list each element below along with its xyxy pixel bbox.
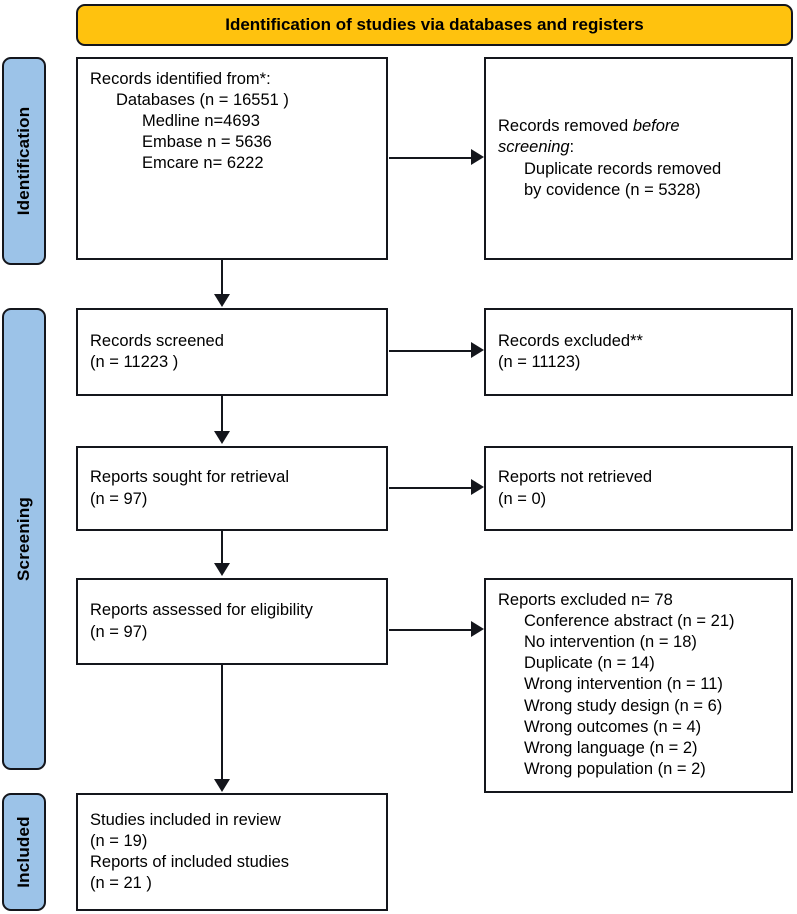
records-removed-text-plain: Records removed: [498, 117, 633, 136]
records-identified-line-4: Embase n = 5636: [142, 133, 272, 152]
reports-not-retrieved-line-1: Reports not retrieved: [498, 468, 653, 487]
studies-included-line-2: (n = 19): [90, 831, 148, 850]
reports-excluded-reason-5: Wrong study design (n = 6): [524, 696, 723, 715]
reports-excluded-reason-4: Wrong intervention (n = 11): [524, 675, 723, 694]
reports-excluded-heading: Reports excluded n= 78: [498, 591, 673, 609]
studies-included-line-1: Studies included in review: [90, 810, 281, 829]
records-removed-line-3: Duplicate records removed: [524, 159, 722, 178]
records-removed-line-1: Records removed before: [498, 116, 779, 137]
records-screened-line-2: (n = 11223 ): [90, 353, 179, 371]
banner-label: Identification of studies via databases …: [225, 15, 644, 34]
box-records-removed-before-screening: Records removed before screening: Duplic…: [484, 57, 793, 260]
box-reports-excluded-with-reasons: Reports excluded n= 78 Conference abstra…: [484, 578, 793, 793]
records-removed-text-italic: before: [632, 117, 680, 136]
records-screened-line-1: Records screened: [90, 331, 224, 350]
reports-excluded-reason-3: Duplicate (n = 14): [524, 654, 655, 673]
phase-label-identification: Identification: [14, 106, 33, 216]
phase-label-screening: Screening: [14, 497, 33, 581]
studies-included-line-3: Reports of included studies: [90, 853, 290, 871]
reports-excluded-reason-6: Wrong outcomes (n = 4): [524, 717, 702, 736]
box-records-excluded: Records excluded** (n = 11123): [484, 308, 793, 396]
records-removed-line-2: screening:: [498, 137, 779, 158]
phase-bar-identification: Identification: [2, 57, 46, 265]
phase-bar-screening: Screening: [2, 308, 46, 770]
records-identified-line-1: Records identified from*:: [90, 70, 271, 88]
records-removed-colon: :: [569, 138, 575, 157]
box-reports-assessed-for-eligibility: Reports assessed for eligibility (n = 97…: [76, 578, 388, 665]
box-records-screened: Records screened (n = 11223 ): [76, 308, 388, 396]
phase-label-included: Included: [14, 816, 33, 888]
reports-excluded-reason-2: No intervention (n = 18): [524, 633, 697, 652]
records-identified-line-3: Medline n=4693: [142, 112, 260, 131]
records-excluded-line-1: Records excluded**: [498, 331, 643, 350]
reports-assessed-line-2: (n = 97): [90, 622, 148, 641]
box-reports-not-retrieved: Reports not retrieved (n = 0): [484, 446, 793, 531]
records-identified-line-5: Emcare n= 6222: [142, 154, 264, 173]
reports-excluded-reason-7: Wrong language (n = 2): [524, 738, 698, 757]
studies-included-line-4: (n = 21 ): [90, 874, 152, 893]
reports-excluded-reason-8: Wrong population (n = 2): [524, 759, 706, 778]
reports-excluded-reason-1: Conference abstract (n = 21): [524, 612, 735, 631]
reports-not-retrieved-line-2: (n = 0): [498, 489, 547, 508]
phase-bar-included: Included: [2, 793, 46, 911]
reports-sought-line-2: (n = 97): [90, 489, 148, 508]
banner-identification-heading: Identification of studies via databases …: [76, 4, 793, 46]
records-removed-text-italic-2: screening: [498, 138, 570, 157]
reports-assessed-line-1: Reports assessed for eligibility: [90, 601, 313, 620]
box-studies-included-in-review: Studies included in review (n = 19) Repo…: [76, 793, 388, 911]
box-records-identified: Records identified from*: Databases (n =…: [76, 57, 388, 260]
records-removed-line-4: by covidence (n = 5328): [524, 180, 701, 199]
box-reports-sought-for-retrieval: Reports sought for retrieval (n = 97): [76, 446, 388, 531]
records-excluded-line-2: (n = 11123): [498, 353, 581, 371]
records-identified-line-2: Databases (n = 16551 ): [116, 91, 289, 110]
reports-sought-line-1: Reports sought for retrieval: [90, 468, 290, 487]
